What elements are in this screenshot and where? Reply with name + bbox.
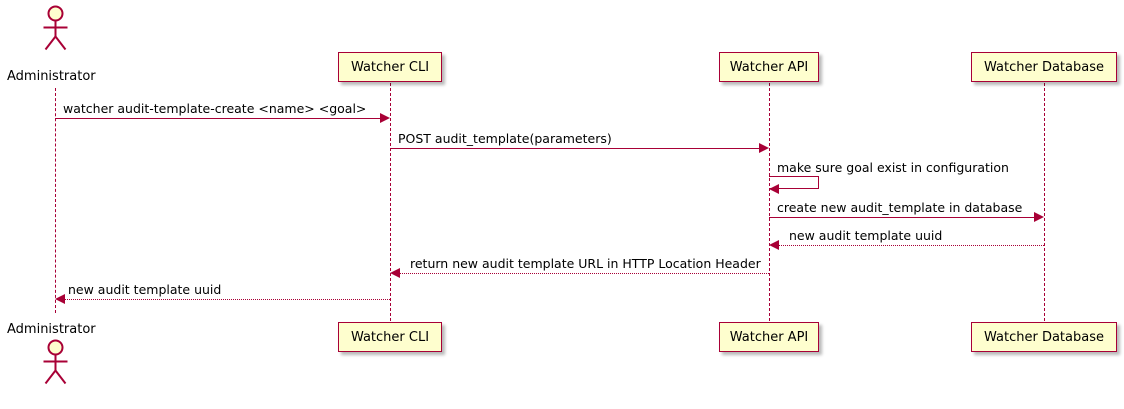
message-line-7 — [65, 299, 390, 300]
actor-label-administrator-top: Administrator — [7, 69, 96, 84]
actor-stick-figure-icon — [43, 5, 68, 51]
lifeline-watcher-database — [1044, 83, 1045, 321]
participant-label-watcher-api-top: Watcher API — [729, 59, 809, 75]
message-label-1: watcher audit-template-create <name> <go… — [63, 101, 367, 116]
participant-label-watcher-cli-top: Watcher CLI — [350, 59, 430, 75]
message-arrowhead-4 — [1034, 212, 1044, 222]
lifeline-watcher-cli — [390, 83, 391, 321]
message-arrowhead-1 — [380, 113, 390, 123]
actor-administrator-top — [35, 3, 75, 51]
actor-label-administrator-bottom: Administrator — [7, 322, 96, 337]
message-line-6 — [400, 273, 769, 274]
message-label-3: make sure goal exist in configuration — [777, 160, 1009, 175]
message-arrowhead-6 — [390, 268, 400, 278]
participant-box-watcher-database-top[interactable]: Watcher Database — [971, 52, 1117, 82]
message-arrowhead-2 — [759, 143, 769, 153]
lifeline-watcher-api — [769, 83, 770, 321]
message-line-4 — [769, 217, 1034, 218]
participant-label-watcher-api-bottom: Watcher API — [729, 329, 809, 345]
message-self-loop-3 — [769, 176, 819, 189]
actor-administrator-bottom — [35, 337, 75, 385]
message-label-4: create new audit_template in database — [777, 200, 1023, 215]
participant-box-watcher-api-bottom[interactable]: Watcher API — [719, 322, 819, 352]
participant-box-watcher-cli-bottom[interactable]: Watcher CLI — [338, 322, 442, 352]
message-label-7: new audit template uuid — [68, 282, 222, 297]
message-line-5 — [779, 245, 1044, 246]
message-line-1 — [55, 118, 380, 119]
participant-label-watcher-database-top: Watcher Database — [984, 59, 1104, 75]
message-arrowhead-3 — [769, 184, 779, 194]
message-arrowhead-7 — [55, 294, 65, 304]
lifeline-administrator — [55, 88, 56, 313]
participant-box-watcher-cli-top[interactable]: Watcher CLI — [338, 52, 442, 82]
participant-box-watcher-api-top[interactable]: Watcher API — [719, 52, 819, 82]
message-label-5: new audit template uuid — [789, 228, 943, 243]
actor-stick-figure-icon — [43, 339, 68, 385]
message-label-2: POST audit_template(parameters) — [398, 131, 612, 146]
participant-label-watcher-cli-bottom: Watcher CLI — [350, 329, 430, 345]
participant-label-watcher-database-bottom: Watcher Database — [984, 329, 1104, 345]
message-arrowhead-5 — [769, 240, 779, 250]
message-label-6: return new audit template URL in HTTP Lo… — [410, 256, 761, 271]
participant-box-watcher-database-bottom[interactable]: Watcher Database — [971, 322, 1117, 352]
message-line-2 — [390, 148, 759, 149]
